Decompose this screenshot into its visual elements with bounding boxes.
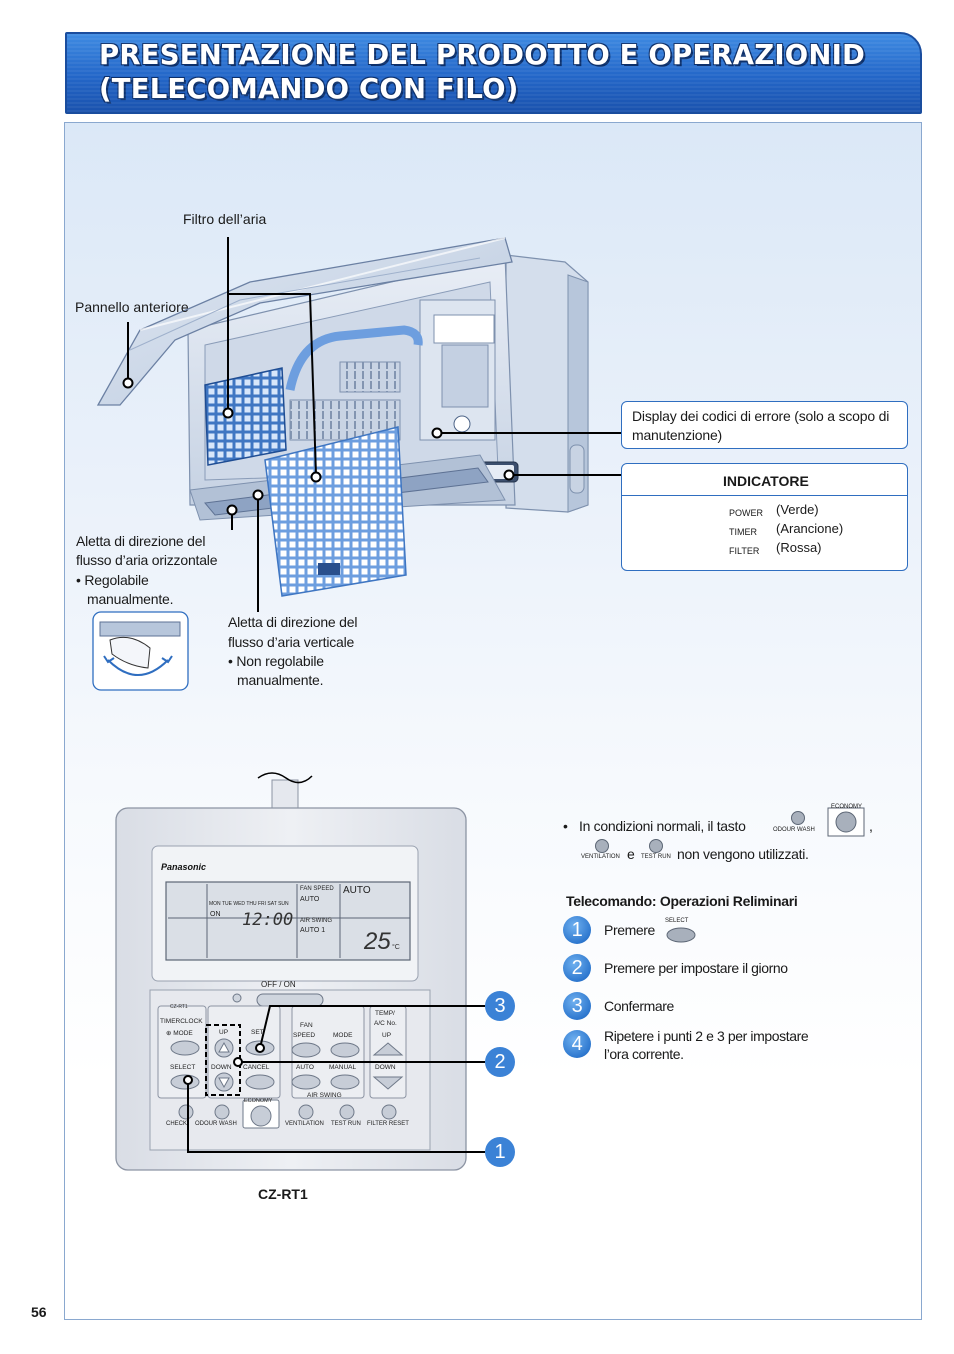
manual-button[interactable]: MANUAL [329, 1064, 357, 1071]
label-aletta-orizzontale-2: flusso d’aria orizzontale [76, 552, 218, 568]
offon-button[interactable]: OFF / ON [261, 980, 296, 989]
remote-model-corner: CZ-RT1 [170, 1004, 188, 1010]
lcd-clock: 12:00 [242, 910, 294, 930]
fan-speed-label-1: FAN [300, 1022, 313, 1029]
label-aletta-verticale-2: flusso d’aria verticale [228, 634, 355, 650]
indicator-power-label: POWER [729, 508, 764, 518]
indicator-power-color: (Verde) [776, 502, 819, 517]
label-aletta-orizzontale-4: manualmente. [87, 591, 174, 607]
page-title-line1: PRESENTAZIONE DEL PRODOTTO E OPERAZIONID [99, 39, 866, 71]
lcd-temperature-unit: °C [392, 944, 400, 951]
lcd-days: MON TUE WED THU FRI SAT SUN [209, 901, 289, 907]
step-2-number: 2 [563, 954, 591, 982]
indicator-title: INDICATORE [723, 473, 809, 489]
set-button[interactable]: SET [251, 1029, 264, 1036]
step-1-text: Premere [604, 922, 655, 938]
check-button[interactable]: CHECK [166, 1121, 188, 1127]
label-aletta-verticale-1: Aletta di direzione del [228, 614, 358, 630]
label-aletta-orizzontale-1: Aletta di direzione del [76, 533, 206, 549]
remote-controller-drawing [115, 772, 515, 1171]
note-test-run-tag: TEST RUN [641, 854, 671, 860]
page-number: 56 [31, 1304, 47, 1320]
lcd-temperature: 25 [364, 928, 391, 955]
louver-hand-illustration [92, 611, 189, 691]
temp-label-2: A/C No. [374, 1020, 397, 1027]
indicator-timer-label: TIMER [729, 527, 757, 537]
indicator-callout: INDICATORE POWER (Verde) TIMER (Arancion… [621, 463, 908, 571]
select-button[interactable]: SELECT [170, 1064, 196, 1071]
remote-callout-1: 1 [494, 1141, 506, 1163]
note-line1: In condizioni normali, il tasto [579, 818, 746, 834]
note-line2: non vengono utilizzati. [677, 846, 809, 862]
fan-speed-button[interactable]: SPEED [293, 1032, 316, 1039]
temp-label-1: TEMP/ [375, 1010, 395, 1017]
note-comma: , [869, 818, 873, 834]
test-run-button[interactable]: TEST RUN [331, 1121, 361, 1127]
note-economy-tag: ECONOMY [831, 804, 863, 810]
lcd-fan-speed: FAN SPEED [300, 886, 334, 892]
label-aletta-orizzontale-3: • Regolabile [76, 572, 149, 588]
ventilation-button[interactable]: VENTILATION [285, 1121, 324, 1127]
label-pannello-anteriore: Pannello anteriore [75, 299, 189, 315]
error-display-line2: manutenzione) [632, 427, 723, 443]
timerclock-label: TIMERCLOCK [160, 1018, 203, 1025]
page-title-line2: (TELECOMANDO CON FILO) [99, 73, 519, 105]
up-button[interactable]: UP [219, 1029, 229, 1036]
step-4-number: 4 [563, 1030, 591, 1058]
label-aletta-verticale-4: manualmente. [237, 672, 324, 688]
note-e: e [627, 846, 635, 862]
indicator-filter-label: FILTER [729, 546, 760, 556]
unit-leader-lines [122, 237, 625, 612]
lcd-air-swing-value: AUTO 1 [300, 927, 326, 934]
temp-down-button[interactable]: DOWN [375, 1064, 396, 1071]
air-swing-label: AIR SWING [307, 1092, 342, 1099]
label-filtro-aria: Filtro dell’aria [183, 211, 267, 227]
step-4-text-line1: Ripetere i punti 2 e 3 per impostare [604, 1028, 809, 1044]
lcd-fan-auto: AUTO [300, 896, 320, 903]
step-2-text: Premere per impostare il giorno [604, 960, 788, 976]
lcd-air-swing: AIR SWING [300, 918, 333, 924]
lcd-mode-auto: AUTO [343, 885, 371, 896]
step-3-text: Confermare [604, 998, 674, 1014]
remote-callout-3: 3 [494, 995, 506, 1017]
temp-up-button[interactable]: UP [382, 1032, 392, 1039]
indicator-divider [622, 495, 907, 496]
odour-wash-button[interactable]: ODOUR WASH [195, 1121, 237, 1127]
step-4-text-line2: l’ora corrente. [604, 1046, 684, 1062]
note-odour-wash-tag: ODOUR WASH [773, 827, 815, 833]
filter-reset-button[interactable]: FILTER RESET [367, 1121, 409, 1127]
lcd-on: ON [210, 911, 221, 918]
note-button-icons [595, 807, 865, 943]
economy-button[interactable]: ECONOMY [244, 1098, 273, 1104]
auto-button[interactable]: AUTO [296, 1064, 314, 1071]
cancel-button[interactable]: CANCEL [243, 1064, 270, 1071]
remote-brand-logo: Panasonic [161, 862, 207, 872]
mode-button[interactable]: MODE [333, 1032, 353, 1039]
step-1-number: 1 [563, 916, 591, 944]
label-aletta-verticale-3: • Non regolabile [228, 653, 324, 669]
indicator-timer-color: (Arancione) [776, 521, 844, 536]
note-bullet: • [563, 818, 568, 834]
mode-small-button[interactable]: ⊕ MODE [166, 1030, 193, 1037]
remote-model-caption: CZ-RT1 [258, 1186, 308, 1202]
remote-callout-2: 2 [494, 1051, 506, 1073]
indicator-filter-color: (Rossa) [776, 540, 822, 555]
steps-title: Telecomando: Operazioni Reliminari [566, 893, 798, 909]
error-display-callout: Display dei codici di errore (solo a sco… [621, 401, 908, 449]
error-display-line1: Display dei codici di errore (solo a sco… [632, 408, 890, 424]
step-3-number: 3 [563, 992, 591, 1020]
title-banner: PRESENTAZIONE DEL PRODOTTO E OPERAZIONID… [65, 32, 922, 114]
note-ventilation-tag: VENTILATION [581, 854, 620, 860]
down-button[interactable]: DOWN [211, 1064, 232, 1071]
step-1-select-tag: SELECT [665, 918, 689, 924]
